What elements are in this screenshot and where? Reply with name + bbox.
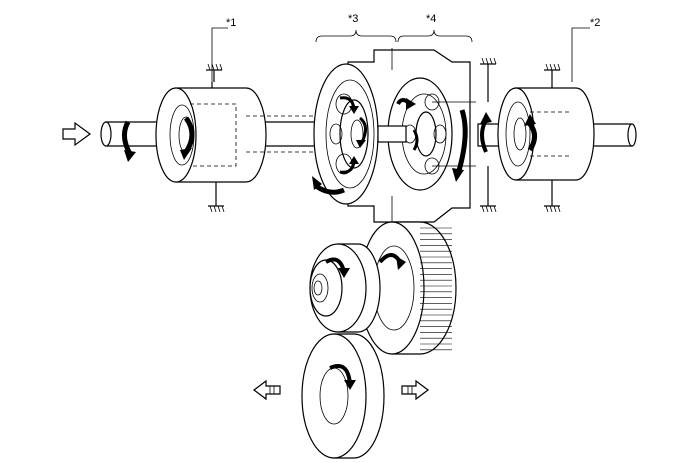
counter-drive-gear: [359, 221, 457, 355]
ground-symbol-2b: [544, 180, 561, 213]
callout-label-2: *2: [590, 17, 600, 29]
counter-driven-gear: [309, 243, 381, 333]
leader-line-2: [571, 27, 590, 82]
rear-planetary-gear: [387, 77, 476, 191]
rotation-arrow-shaft: [122, 120, 136, 162]
output-arrow-left: [253, 379, 281, 401]
brace-3: [315, 29, 397, 43]
ground-symbol-housing-bottom: [480, 166, 497, 213]
callout-label-1: *1: [226, 17, 236, 29]
ground-symbol-1a: [206, 63, 223, 88]
rotation-arrows-front-planetary: [312, 96, 367, 195]
output-arrow-right: [401, 379, 429, 401]
intermediate-shaft: [377, 125, 407, 143]
brace-4: [397, 29, 473, 43]
ground-symbol-1b: [208, 182, 225, 213]
brake-drum-2: [497, 87, 595, 181]
brake-drum-1: [155, 87, 330, 183]
rotation-arrow-drum-1: [180, 116, 195, 160]
front-planetary-gear: [313, 63, 379, 205]
rotation-arrows-drum-2: [480, 112, 537, 153]
rotation-arrow-differential: [329, 364, 356, 390]
callout-label-4: *4: [426, 13, 436, 25]
rotation-arrows-counter-gears: [325, 253, 406, 278]
ground-symbol-housing-top: [480, 57, 497, 102]
ground-symbol-2a: [544, 63, 561, 88]
rotation-arrows-rear-planetary: [396, 98, 468, 182]
callout-label-3: *3: [348, 13, 358, 25]
input-direction-arrow: [62, 121, 92, 147]
differential-ring-gear: [301, 333, 385, 459]
